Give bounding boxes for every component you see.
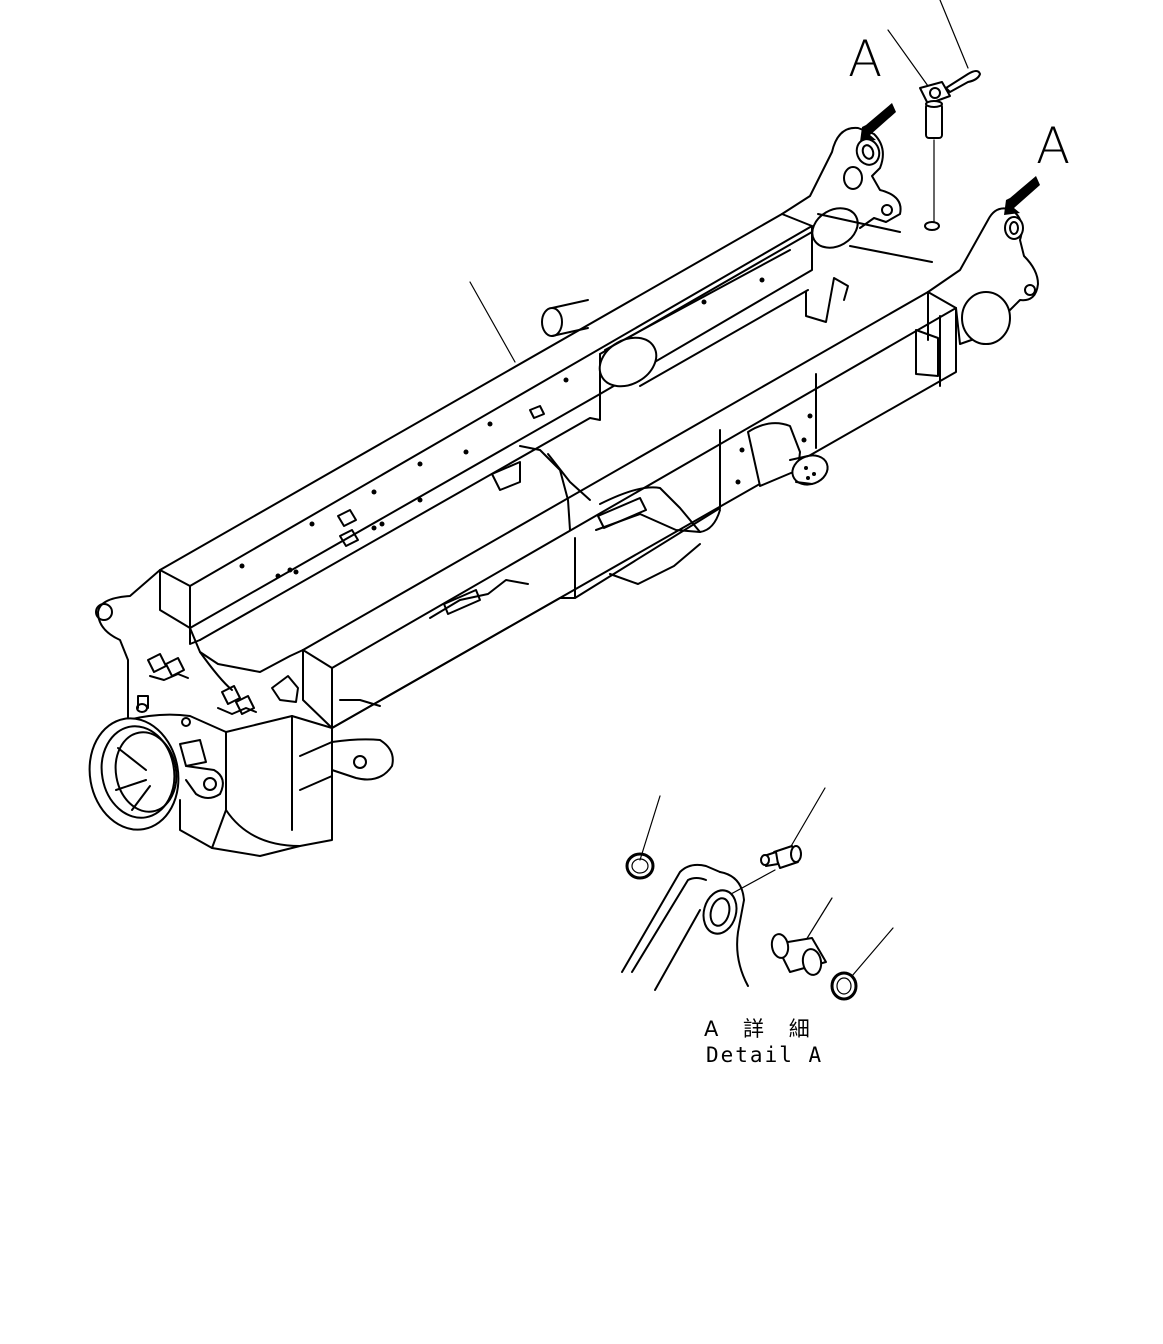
detail-a-title-en: Detail A bbox=[706, 1043, 824, 1067]
leader-lines bbox=[469, 0, 969, 977]
detail-a bbox=[621, 845, 858, 1001]
main-frame bbox=[88, 126, 1039, 857]
pin-assembly bbox=[919, 70, 981, 231]
snap-ring-2 bbox=[830, 971, 858, 1001]
grease-fitting bbox=[760, 845, 802, 869]
leader-line-bushing bbox=[805, 897, 833, 941]
bushing bbox=[770, 933, 827, 976]
arrow-icon bbox=[860, 103, 896, 142]
arrow-icon bbox=[1004, 176, 1040, 215]
view-arrow-1 bbox=[860, 103, 896, 142]
leader-line-snap-ring-1 bbox=[639, 795, 661, 861]
snap-ring-1 bbox=[625, 852, 655, 880]
leader-line-pin bbox=[887, 29, 929, 87]
view-a-label: A bbox=[848, 30, 883, 88]
detail-a-title-jp: A 詳 細 bbox=[704, 1017, 819, 1041]
view-arrow-2 bbox=[1004, 176, 1040, 215]
leader-line-frame bbox=[469, 281, 516, 363]
bolt-holes bbox=[239, 277, 813, 579]
leader-line-pin-lock bbox=[939, 0, 969, 69]
leader-line-grease-fitting bbox=[789, 787, 826, 849]
leader-line-snap-ring-2 bbox=[851, 927, 894, 977]
view-a-label: A bbox=[1036, 117, 1071, 175]
